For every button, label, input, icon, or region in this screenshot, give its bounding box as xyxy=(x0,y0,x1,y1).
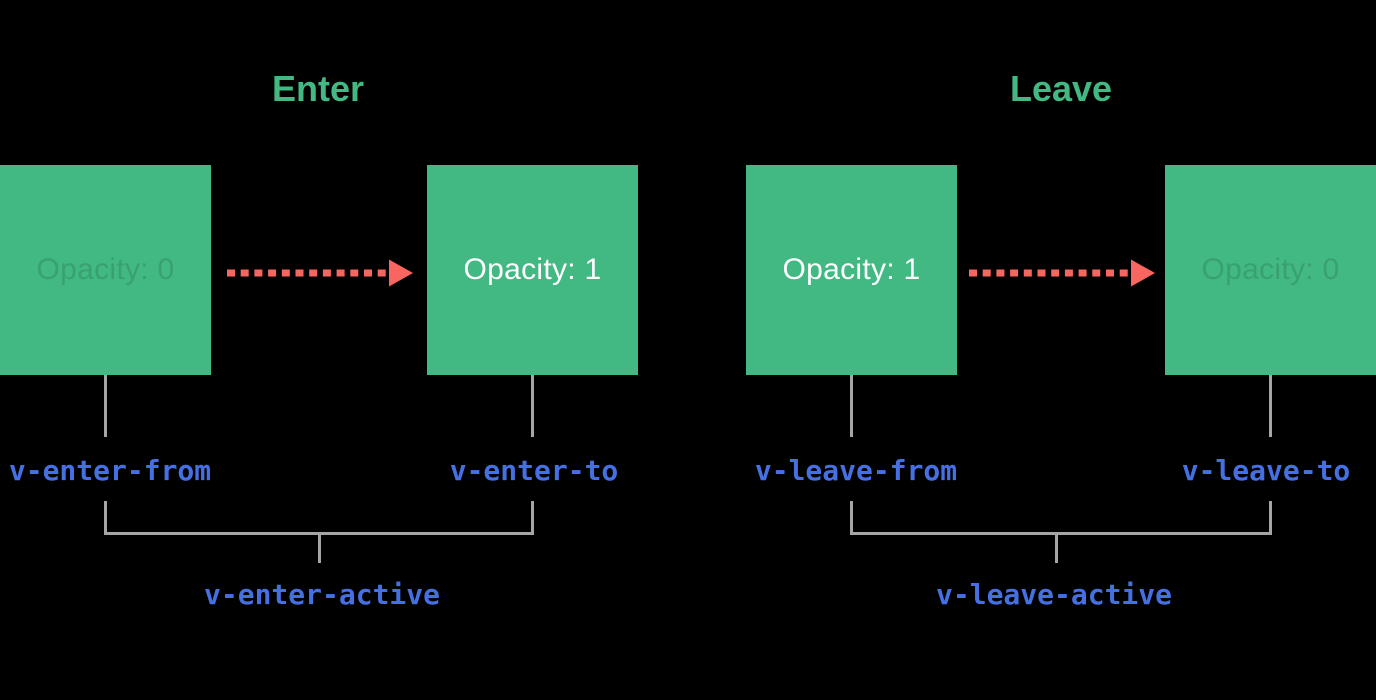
leave-from-class-label: v-leave-from xyxy=(754,454,958,487)
connector-line xyxy=(850,375,853,437)
enter-active-class-label: v-enter-active xyxy=(203,578,441,611)
leave-to-state-box: Opacity: 0 xyxy=(1165,165,1376,375)
enter-section-title: Enter xyxy=(271,68,365,109)
leave-active-class-label: v-leave-active xyxy=(935,578,1173,611)
connector-line xyxy=(104,375,107,437)
enter-from-opacity-label: Opacity: 0 xyxy=(36,253,175,286)
enter-to-state-box: Opacity: 1 xyxy=(427,165,638,375)
leave-from-opacity-label: Opacity: 1 xyxy=(782,253,921,286)
leave-section-title: Leave xyxy=(1009,68,1113,109)
leave-dashed-arrow-icon xyxy=(969,259,1155,287)
enter-to-opacity-label: Opacity: 1 xyxy=(463,253,602,286)
bracket-stem-line xyxy=(318,532,321,563)
leave-to-opacity-label: Opacity: 0 xyxy=(1201,253,1340,286)
bracket-line xyxy=(1269,501,1272,535)
bracket-line xyxy=(104,501,107,535)
bracket-line xyxy=(850,501,853,535)
bracket-stem-line xyxy=(1055,532,1058,563)
connector-line xyxy=(531,375,534,437)
enter-from-state-box: Opacity: 0 xyxy=(0,165,211,375)
leave-to-class-label: v-leave-to xyxy=(1181,454,1351,487)
bracket-line xyxy=(531,501,534,535)
bracket-line xyxy=(850,532,1272,535)
enter-dashed-arrow-icon xyxy=(227,259,413,287)
connector-line xyxy=(1269,375,1272,437)
leave-from-state-box: Opacity: 1 xyxy=(746,165,957,375)
enter-to-class-label: v-enter-to xyxy=(449,454,619,487)
enter-from-class-label: v-enter-from xyxy=(8,454,212,487)
